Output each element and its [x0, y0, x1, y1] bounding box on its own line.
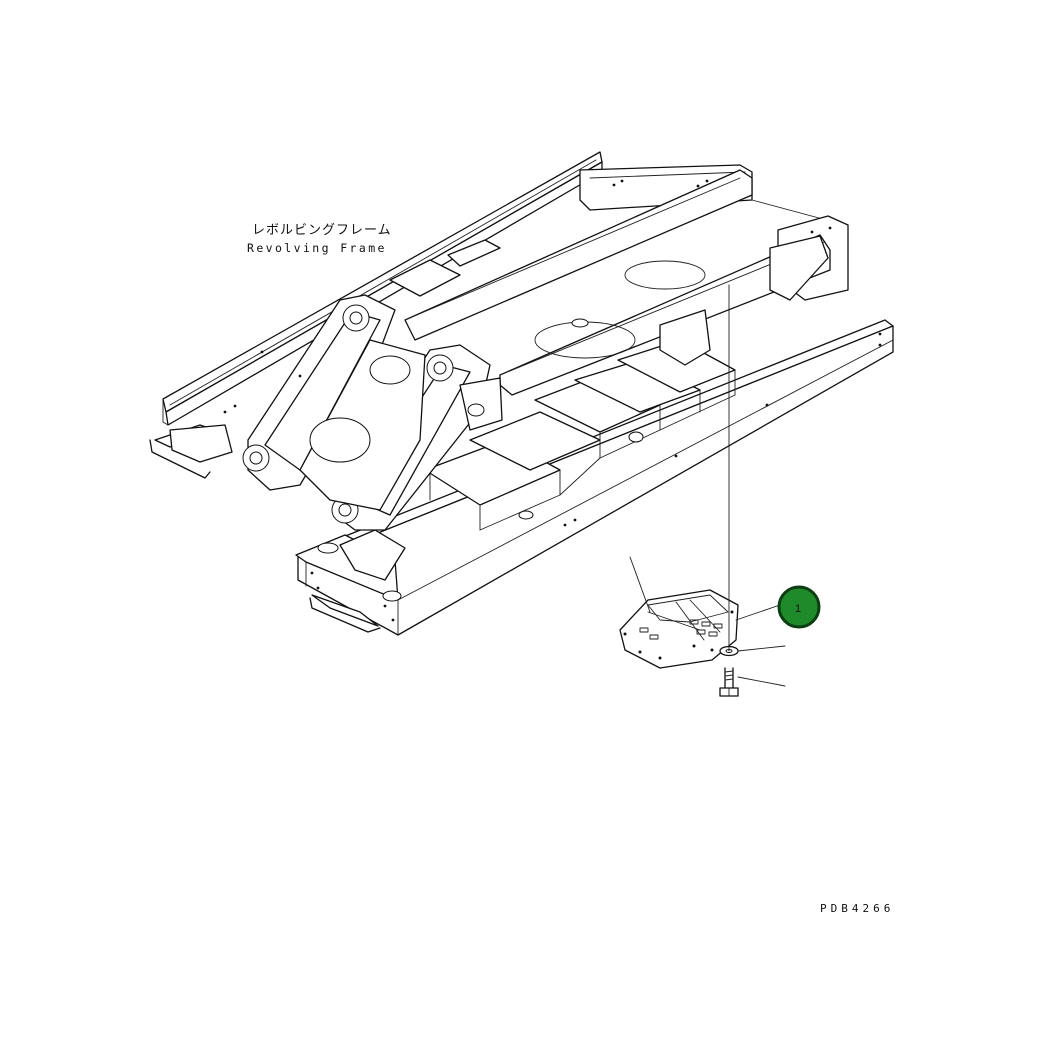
swing-circle-openings — [518, 260, 706, 520]
revolving-frame — [149, 151, 894, 636]
left-side-rail — [162, 151, 603, 426]
callout-number: 1 — [795, 603, 801, 615]
rail-bolt-holes — [223, 179, 882, 622]
front-end-beam — [295, 529, 406, 602]
callout-badge[interactable] — [777, 585, 821, 629]
frame-name-japanese: レボルビングフレーム — [252, 223, 392, 238]
frame-name-english: Revolving Frame — [247, 241, 387, 255]
boom-foot-brackets — [242, 294, 503, 531]
bolt — [719, 667, 739, 697]
leader-lines — [629, 284, 786, 687]
cross-members — [389, 239, 736, 531]
cover-plate — [619, 589, 739, 669]
rear-step — [149, 424, 233, 479]
drawing-code: PDB4266 — [820, 902, 894, 915]
front-step — [309, 594, 381, 633]
callout-part-1[interactable]: 1 — [777, 585, 821, 629]
